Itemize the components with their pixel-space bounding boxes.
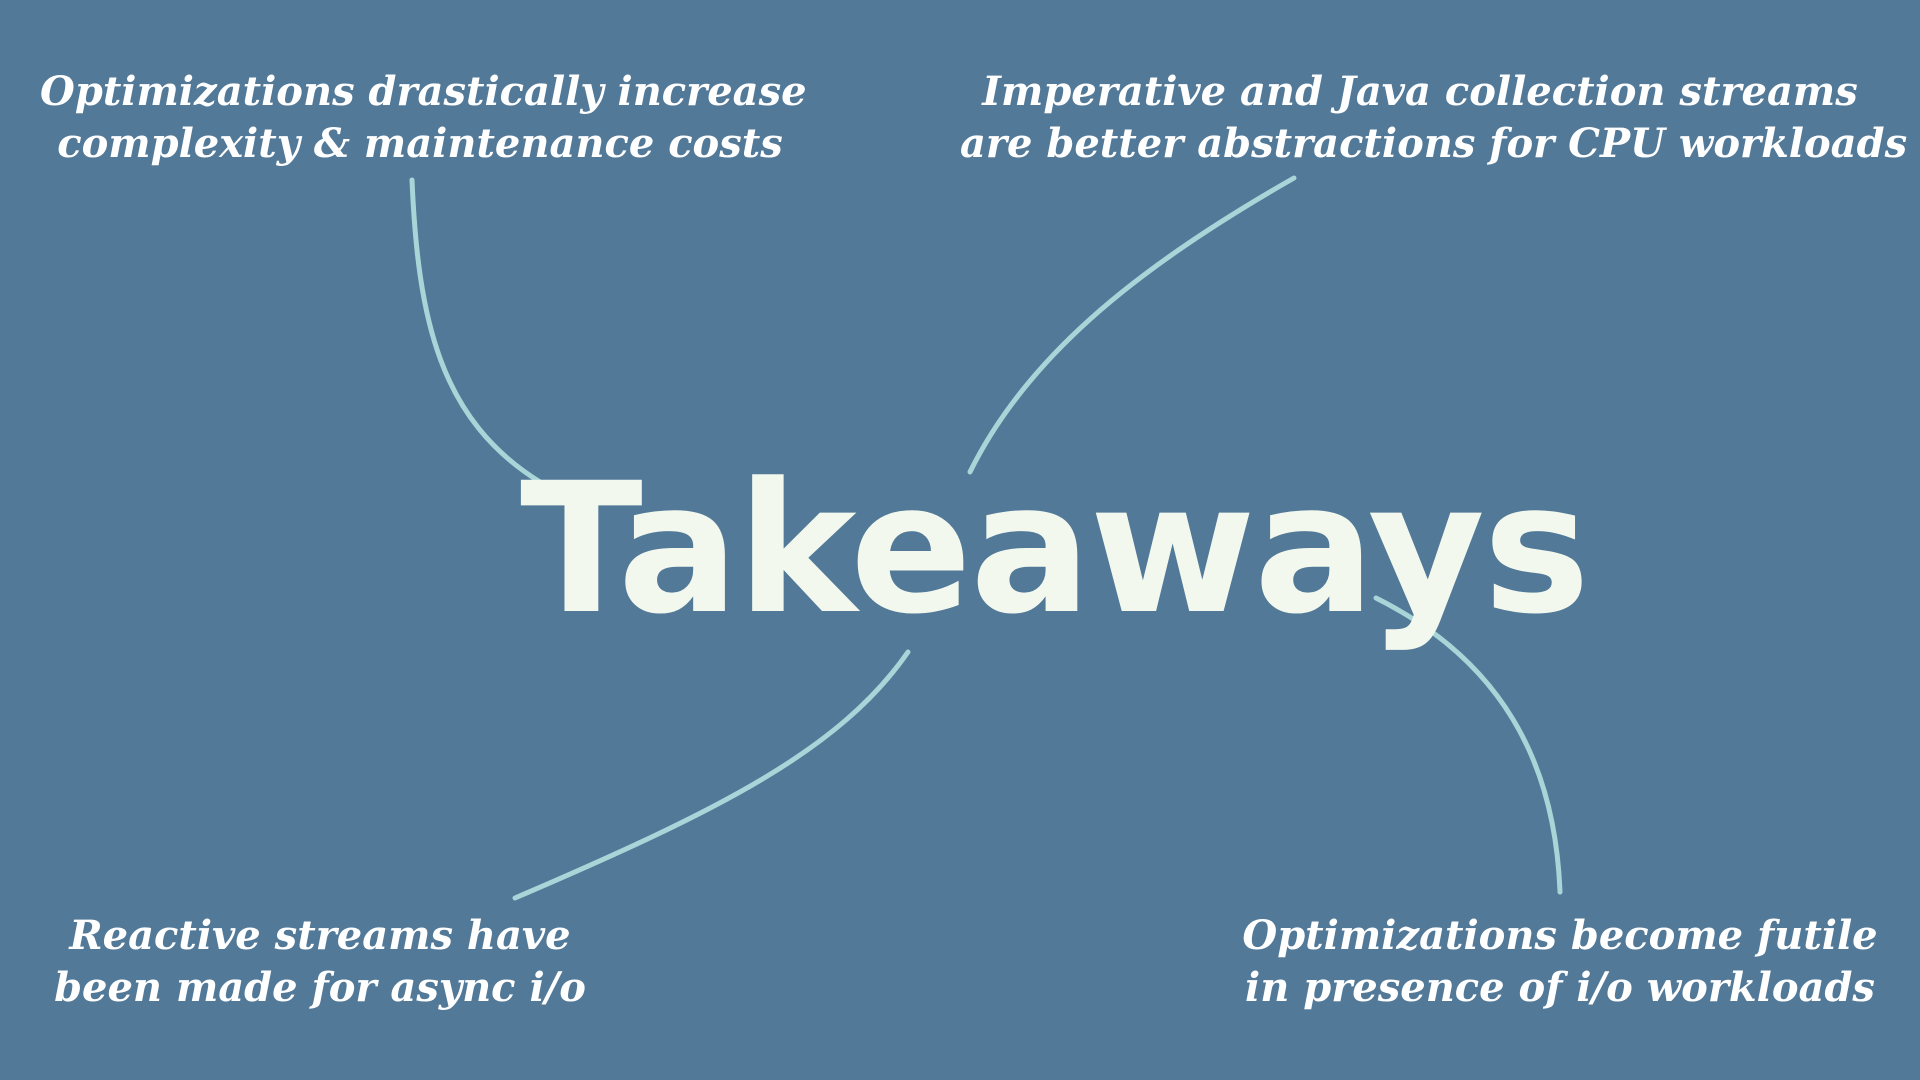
takeaway-line: Reactive streams have	[69, 912, 571, 959]
takeaway-line: Optimizations become futile	[1242, 912, 1878, 959]
slide-title: Takeaways	[520, 445, 1590, 654]
connector-top-left	[409, 177, 543, 485]
connector-bottom-left	[512, 649, 911, 901]
takeaway-complexity-costs: Optimizations drastically increase compl…	[40, 66, 807, 170]
takeaway-line: in presence of i/o workloads	[1245, 964, 1875, 1011]
takeaway-line: complexity & maintenance costs	[57, 120, 783, 167]
takeaway-line: been made for async i/o	[54, 964, 586, 1011]
takeaway-io-futile: Optimizations become futile in presence …	[1240, 910, 1880, 1014]
takeaway-reactive-async: Reactive streams have been made for asyn…	[40, 910, 600, 1014]
connector-top-right	[967, 175, 1297, 475]
takeaway-cpu-workloads: Imperative and Java collection streams a…	[960, 66, 1908, 170]
connector-bottom-right	[1373, 595, 1563, 895]
takeaway-line: Imperative and Java collection streams	[982, 68, 1858, 115]
takeaway-line: are better abstractions for CPU workload…	[960, 120, 1908, 167]
takeaway-line: Optimizations drastically increase	[40, 68, 807, 115]
